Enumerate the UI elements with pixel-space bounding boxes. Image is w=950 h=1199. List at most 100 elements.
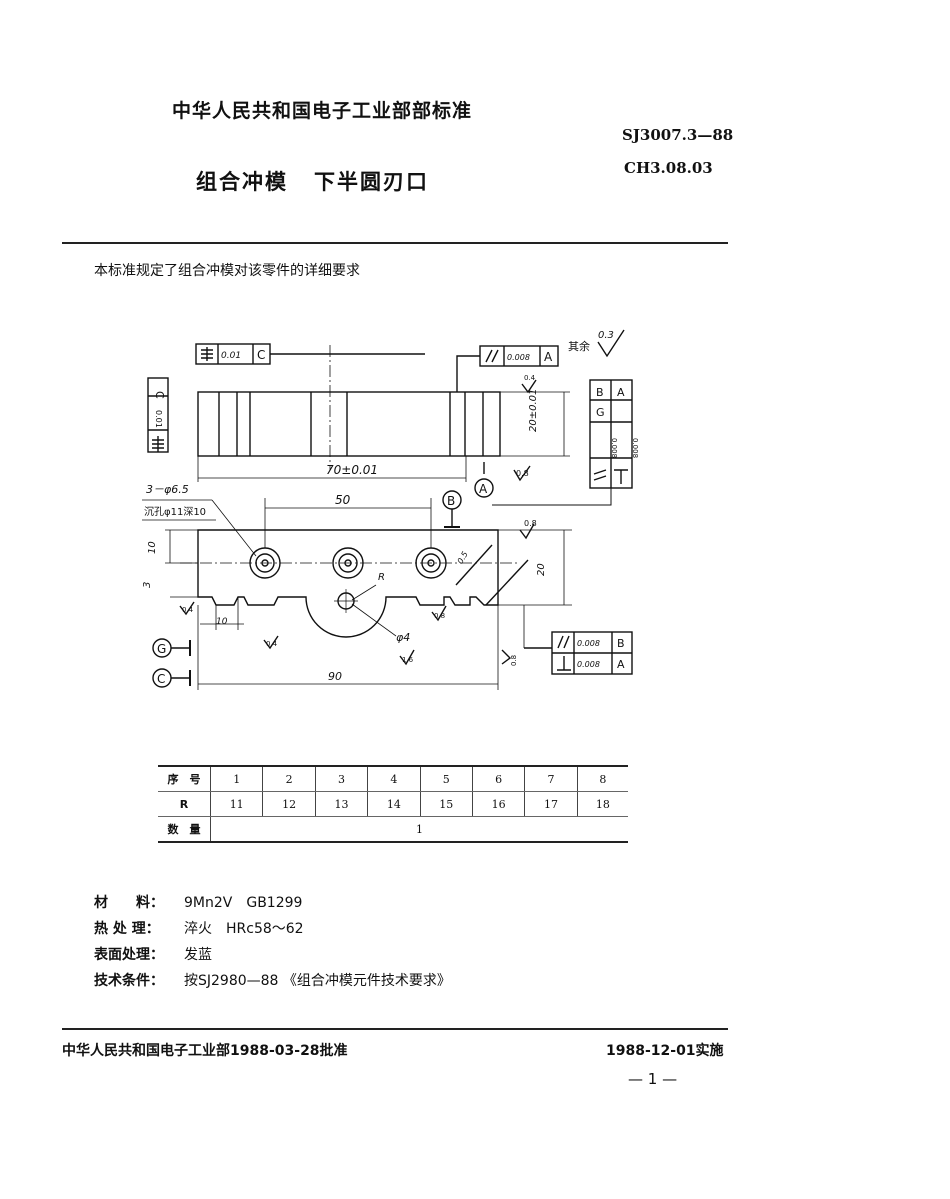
dim-20-top: 20±0.01: [528, 389, 539, 432]
datum-b: B: [447, 494, 455, 508]
table-cell: 3: [314, 766, 368, 792]
side-tol: 0.01: [154, 410, 163, 428]
par-tol-top: 0.008: [507, 353, 530, 362]
technical-drawing: 其余 0.3 0.01 C 0.008 A 0.4: [142, 329, 639, 690]
tech-line: 技术条件： 按SJ2980—88 《组合冲模元件技术要求》: [94, 970, 451, 990]
datum-a-circle: [474, 478, 494, 498]
surface-label: 表面处理：: [94, 947, 164, 963]
right-tol-2: 0.008: [631, 438, 639, 458]
right-datum-b: B: [596, 386, 604, 399]
right-tol-1: 0.008: [610, 438, 618, 458]
dim-50: 50: [335, 493, 351, 507]
rough-right-08: 0.8: [510, 655, 518, 666]
parallel-tolerance-frame-top: 0.008 A: [456, 345, 559, 392]
datum-a: A: [479, 482, 488, 496]
right-datum-a: A: [617, 386, 625, 399]
table-cell: 2: [262, 766, 316, 792]
material-line: 材 料： 9Mn2V GB1299: [94, 892, 302, 912]
approval-text: 中华人民共和国电子工业部1988-03-28批准: [62, 1043, 348, 1059]
table-cell: 12: [262, 791, 316, 817]
dim-20-bottom: 20: [536, 563, 547, 576]
table-cell: 16: [471, 791, 525, 817]
bot-par-datum: B: [617, 637, 625, 650]
symmetry-icon: [201, 347, 213, 361]
intro-text: 本标准规定了组合冲模对该零件的详细要求: [94, 263, 360, 279]
table-cell: 1: [209, 766, 263, 792]
page-number: — 1 —: [628, 1070, 678, 1088]
tech-label: 技术条件：: [94, 973, 164, 989]
footer-rule: [62, 1028, 728, 1030]
rough-top-08: 0.8: [524, 519, 537, 528]
heat-line: 热 处 理： 淬火 HRc58～62: [94, 918, 304, 938]
table-cell: 13: [314, 791, 368, 817]
row-label: 序 号: [158, 766, 211, 792]
sym-tol: 0.01: [221, 351, 241, 361]
title-part-1: 组合冲模: [196, 170, 288, 194]
bottom-perp-icon: [557, 656, 571, 671]
size-table: 序 号 1 2 3 4 5 6 7 8 R 11 12 13 14 15 16 …: [158, 765, 628, 843]
title-part-2: 下半圆刃口: [314, 170, 429, 194]
dim-90: 90: [328, 670, 342, 683]
counterbore-label: 沉孔φ11深10: [144, 505, 206, 518]
bottom-tolerance-frame: 0.008 B 0.008 A: [524, 631, 633, 675]
tech-value: 按SJ2980—88 《组合冲模元件技术要求》: [184, 973, 451, 989]
bot-par-tol: 0.008: [577, 639, 600, 648]
table-cell: 18: [576, 791, 628, 817]
rough-08: 0.8: [516, 469, 529, 478]
table-cell: 7: [524, 766, 578, 792]
row-label: 数 量: [158, 816, 211, 843]
dim-10: 10: [147, 541, 158, 554]
bot-perp-datum: A: [617, 658, 625, 671]
rest-roughness-value: 0.3: [598, 330, 614, 341]
material-label: 材 料：: [94, 895, 164, 911]
table-cell: 6: [471, 766, 525, 792]
plan-view: [180, 529, 529, 638]
standard-code: SJ3007.3—88: [622, 126, 734, 144]
parallel-icon: [485, 349, 499, 363]
standard-subcode: CH3.08.03: [624, 159, 713, 177]
dim-10-bottom: 10: [216, 617, 228, 627]
table-cell: 5: [419, 766, 473, 792]
table-cell: 8: [576, 766, 628, 792]
implement-text: 1988-12-01实施: [606, 1043, 724, 1059]
table-cell: 14: [367, 791, 421, 817]
table-cell: 11: [209, 791, 263, 817]
symmetry-tolerance-frame: 0.01 C: [195, 343, 425, 365]
side-datum: C: [153, 391, 166, 399]
side-tolerance-frame: C 0.01: [147, 377, 169, 453]
side-symmetry-icon: [152, 436, 164, 452]
table-row: 序 号 1 2 3 4 5 6 7 8: [158, 766, 628, 792]
dim-3: 3: [142, 582, 153, 588]
surface-line: 表面处理：发蓝: [94, 944, 212, 964]
dim-70: 70±0.01: [326, 463, 378, 477]
holes-label: 3－φ6.5: [146, 483, 189, 496]
qty-cell: 1: [210, 816, 628, 843]
front-view: [197, 345, 501, 470]
table-row: R 11 12 13 14 15 16 17 18: [158, 791, 628, 817]
heat-label: 热 处 理：: [94, 921, 160, 937]
header-rule: [62, 242, 728, 244]
right-perp-icon: [614, 469, 628, 484]
datum-c: C: [157, 672, 165, 686]
table-row: 数 量 1: [158, 816, 628, 843]
right-tolerance-frame: B A G 0.008 0.008: [492, 379, 639, 506]
heat-value: 淬火 HRc58～62: [184, 921, 304, 937]
datum-g: G: [157, 642, 166, 656]
document-title: 组合冲模 下半圆刃口: [196, 166, 429, 196]
dim-phi4: φ4: [396, 631, 410, 644]
rough-top-04: 0.4: [524, 374, 536, 382]
rest-roughness-label: 其余: [568, 339, 590, 353]
roughness-symbol-icon: [597, 329, 625, 358]
sym-datum: C: [257, 348, 265, 362]
table-cell: 17: [524, 791, 578, 817]
org-standard-title: 中华人民共和国电子工业部部标准: [172, 100, 473, 122]
table-cell: 4: [367, 766, 421, 792]
row-label: R: [158, 791, 211, 817]
material-value: 9Mn2V GB1299: [184, 895, 303, 911]
right-datum-g: G: [596, 406, 605, 419]
radius-label: R: [378, 572, 385, 583]
table-cell: 15: [419, 791, 473, 817]
bot-perp-tol: 0.008: [577, 660, 600, 669]
right-parallel-icon: [593, 469, 607, 481]
bottom-parallel-icon: [557, 635, 570, 649]
